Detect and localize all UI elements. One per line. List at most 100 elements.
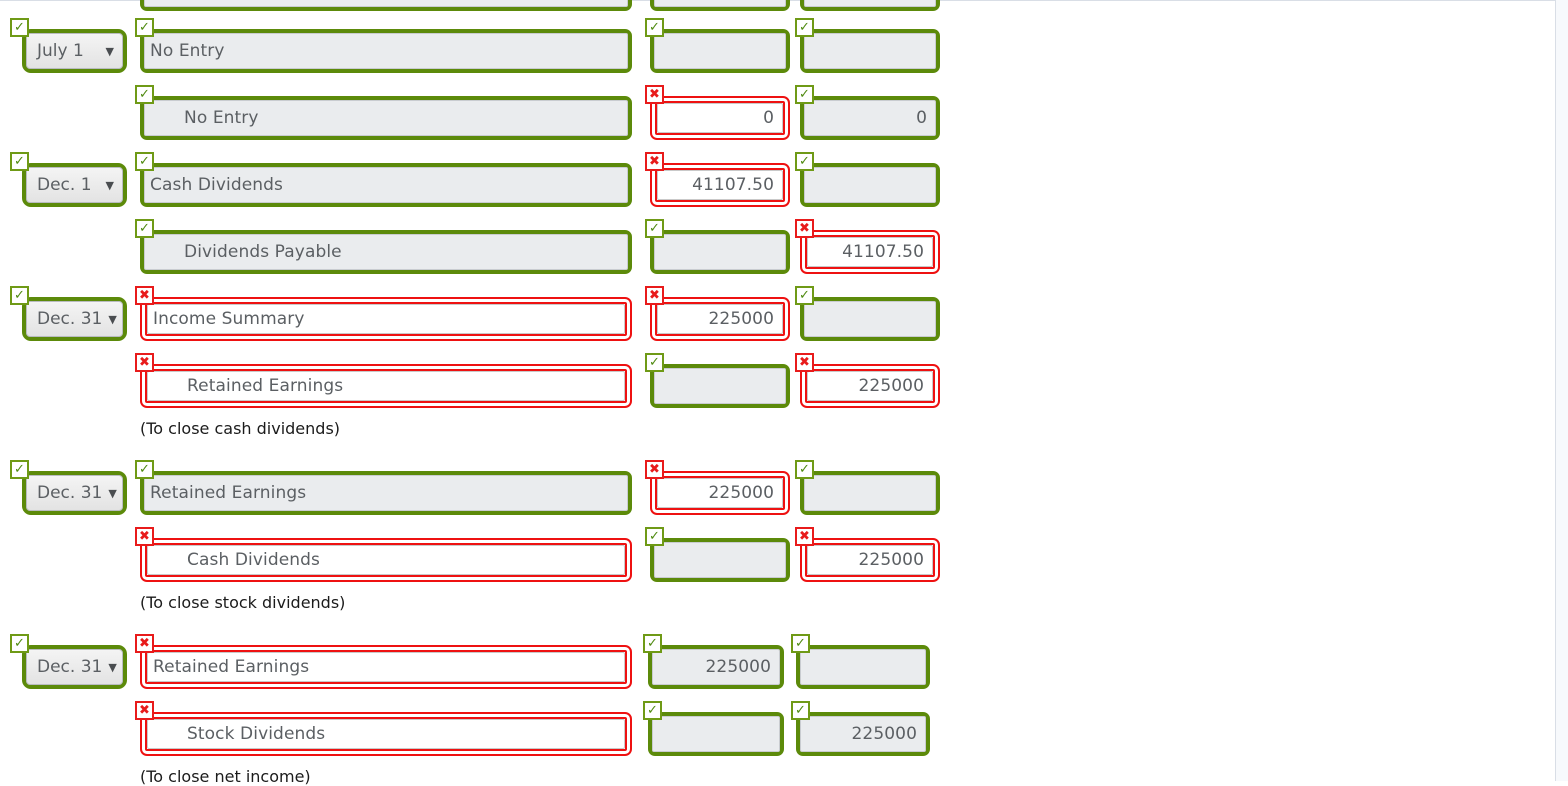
debit-field-0-0[interactable] xyxy=(650,29,790,73)
debit-field-1-1[interactable] xyxy=(650,230,790,274)
debit-field-2-1[interactable] xyxy=(650,364,790,408)
date-select-3[interactable]: Dec. 31 ▼ xyxy=(22,471,127,515)
date-select-0[interactable]: July 1 ▼ xyxy=(22,29,127,73)
debit-field-0-1-value: 0 xyxy=(763,108,774,128)
debit-field-0-1[interactable]: 0 xyxy=(650,96,790,140)
incorrect-cross-icon: ✖ xyxy=(135,701,154,720)
credit-field-4-1[interactable]: 225000 xyxy=(796,712,930,756)
account-field-1-1[interactable]: Dividends Payable xyxy=(140,230,632,274)
credit-field-3-1[interactable]: 225000 xyxy=(800,538,940,582)
credit-field-0-0[interactable] xyxy=(800,29,940,73)
credit-field-4-0-value xyxy=(800,649,926,685)
debit-field-2-0[interactable]: 225000 xyxy=(650,297,790,341)
account-field-3-0[interactable]: Retained Earnings xyxy=(140,471,632,515)
chevron-down-icon: ▼ xyxy=(108,312,117,326)
account-field-2-0-inner xyxy=(147,304,625,334)
date-select-1[interactable]: Dec. 1▼ xyxy=(22,163,127,207)
debit-field-1-0-inner xyxy=(657,170,783,200)
credit-field-partial-inner xyxy=(804,0,936,7)
account-field-1-0[interactable]: Cash Dividends xyxy=(140,163,632,207)
chevron-down-icon: ▼ xyxy=(108,486,117,500)
debit-field-4-1-inner xyxy=(652,716,780,752)
credit-field-1-0[interactable] xyxy=(800,163,940,207)
debit-field-3-0-value: 225000 xyxy=(708,483,774,503)
correct-check-icon: ✓ xyxy=(10,634,29,653)
account-field-4-0[interactable]: Retained Earnings xyxy=(140,645,632,689)
correct-check-icon: ✓ xyxy=(645,18,664,37)
account-field-4-1[interactable]: Stock Dividends xyxy=(140,712,632,756)
account-field-2-0-value: Income Summary xyxy=(153,309,305,329)
debit-field-3-0[interactable]: 225000 xyxy=(650,471,790,515)
correct-check-icon: ✓ xyxy=(645,219,664,238)
date-select-4-inner: Dec. 31▼ xyxy=(26,649,123,685)
debit-field-0-0-value xyxy=(654,33,786,69)
credit-field-1-1-value: 41107.50 xyxy=(842,242,924,262)
correct-check-icon: ✓ xyxy=(791,634,810,653)
date-select-3-label: Dec. 31 xyxy=(37,483,103,503)
credit-field-4-0[interactable] xyxy=(796,645,930,689)
credit-field-3-1-inner xyxy=(807,545,933,575)
credit-field-4-1-inner xyxy=(800,716,926,752)
account-field-3-1-value: Cash Dividends xyxy=(187,550,320,570)
correct-check-icon: ✓ xyxy=(135,152,154,171)
correct-check-icon: ✓ xyxy=(10,286,29,305)
credit-field-3-0-inner xyxy=(804,475,936,511)
entry-caption-3: (To close stock dividends) xyxy=(140,593,346,612)
entry-caption-4: (To close net income) xyxy=(140,767,311,786)
date-select-2-label: Dec. 31 xyxy=(37,309,103,329)
account-field-0-0-value: No Entry xyxy=(150,41,225,61)
debit-field-2-1-inner xyxy=(654,368,786,404)
date-select-4[interactable]: Dec. 31▼ xyxy=(22,645,127,689)
account-field-2-1-value: Retained Earnings xyxy=(187,376,344,396)
date-select-0-label: July 1 xyxy=(37,41,84,61)
chevron-down-icon: ▼ xyxy=(105,44,114,58)
credit-field-partial[interactable] xyxy=(800,0,940,11)
debit-field-4-0-inner xyxy=(652,649,780,685)
account-field-4-0-inner xyxy=(147,652,625,682)
account-field-0-1[interactable]: No Entry xyxy=(140,96,632,140)
debit-field-1-0[interactable]: 41107.50 xyxy=(650,163,790,207)
debit-field-4-0[interactable]: 225000 xyxy=(648,645,784,689)
account-field-0-0[interactable]: No Entry xyxy=(140,29,632,73)
credit-field-partial-value xyxy=(804,0,936,7)
credit-field-0-1-inner xyxy=(804,100,936,136)
incorrect-cross-icon: ✖ xyxy=(645,460,664,479)
credit-field-0-1[interactable]: 0 xyxy=(800,96,940,140)
credit-field-2-1[interactable]: 225000 xyxy=(800,364,940,408)
incorrect-cross-icon: ✖ xyxy=(135,527,154,546)
correct-check-icon: ✓ xyxy=(643,634,662,653)
debit-field-3-1[interactable] xyxy=(650,538,790,582)
credit-field-2-0-inner xyxy=(804,301,936,337)
chevron-down-icon: ▼ xyxy=(105,178,114,192)
debit-field-partial-value xyxy=(654,0,786,7)
correct-check-icon: ✓ xyxy=(643,701,662,720)
account-field-2-1[interactable]: Retained Earnings xyxy=(140,364,632,408)
correct-check-icon: ✓ xyxy=(795,152,814,171)
vertical-scrollbar[interactable] xyxy=(1555,0,1568,781)
debit-field-2-0-inner xyxy=(657,304,783,334)
account-field-1-1-inner xyxy=(144,234,628,270)
account-field-3-1[interactable]: Cash Dividends xyxy=(140,538,632,582)
correct-check-icon: ✓ xyxy=(135,219,154,238)
account-field-0-0-inner xyxy=(144,33,628,69)
date-select-2[interactable]: Dec. 31 ▼ xyxy=(22,297,127,341)
correct-check-icon: ✓ xyxy=(135,85,154,104)
account-field-1-0-inner xyxy=(144,167,628,203)
credit-field-1-1[interactable]: 41107.50 xyxy=(800,230,940,274)
incorrect-cross-icon: ✖ xyxy=(795,353,814,372)
debit-field-partial[interactable] xyxy=(650,0,790,11)
debit-field-4-0-value: 225000 xyxy=(705,657,771,677)
incorrect-cross-icon: ✖ xyxy=(135,286,154,305)
debit-field-1-1-inner xyxy=(654,234,786,270)
account-field-2-1-inner xyxy=(147,371,625,401)
date-select-3-inner: Dec. 31 ▼ xyxy=(26,475,123,511)
credit-field-1-0-inner xyxy=(804,167,936,203)
debit-field-4-1[interactable] xyxy=(648,712,784,756)
debit-field-2-1-value xyxy=(654,368,786,404)
credit-field-3-0[interactable] xyxy=(800,471,940,515)
credit-field-2-0[interactable] xyxy=(800,297,940,341)
incorrect-cross-icon: ✖ xyxy=(135,634,154,653)
account-field-partial[interactable] xyxy=(140,0,632,11)
debit-field-3-1-value xyxy=(654,542,786,578)
account-field-2-0[interactable]: Income Summary xyxy=(140,297,632,341)
